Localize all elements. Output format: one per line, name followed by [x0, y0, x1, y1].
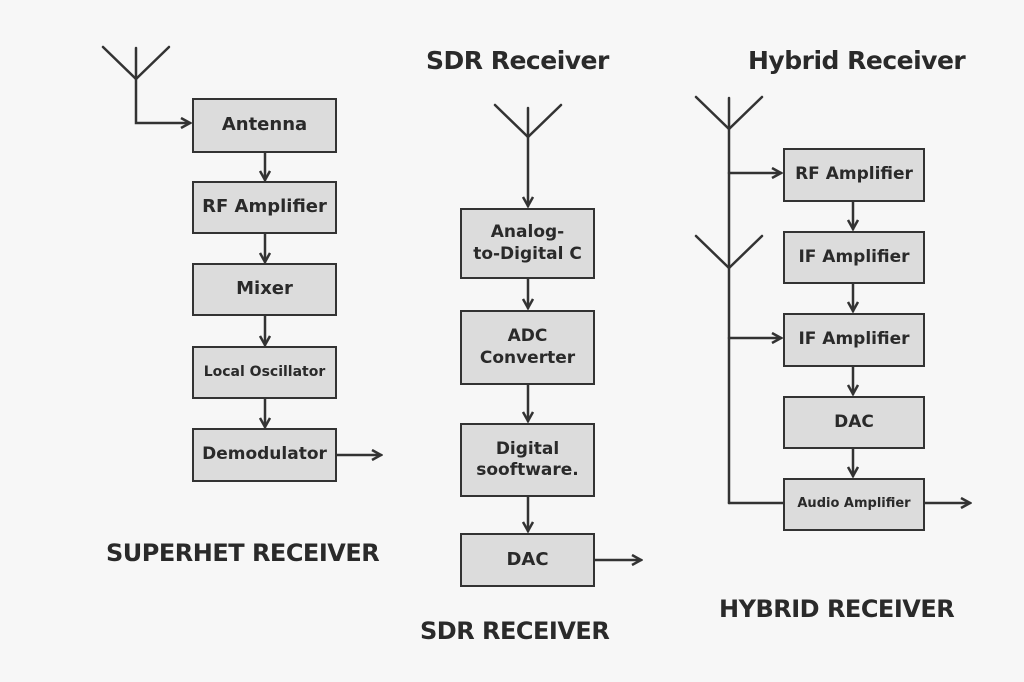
superhet-block-antenna: Antenna	[192, 98, 337, 153]
hybrid-block-audio-amplifier: Audio Amplifier	[783, 478, 925, 531]
hybrid-caption: HYBRID RECEIVER	[719, 595, 955, 623]
hybrid-antenna-icon-2	[694, 234, 764, 270]
superhet-block-rf-amplifier: RF Amplifier	[192, 181, 337, 234]
sdr-block-dac: DAC	[460, 533, 595, 587]
hybrid-block-dac: DAC	[783, 396, 925, 449]
sdr-block-analog-to-digital: Analog- to-Digital C	[460, 208, 595, 279]
sdr-block-adc-converter: ADC Converter	[460, 310, 595, 385]
sdr-antenna-icon	[493, 103, 563, 139]
sdr-heading: SDR Receiver	[426, 46, 609, 75]
sdr-caption: SDR RECEIVER	[420, 617, 610, 645]
superhet-antenna-feed	[134, 77, 190, 123]
superhet-block-mixer: Mixer	[192, 263, 337, 316]
superhet-antenna-icon	[101, 45, 171, 81]
sdr-block-digital-software: Digital sooftware.	[460, 423, 595, 497]
hybrid-block-if-amplifier-2: IF Amplifier	[783, 313, 925, 367]
superhet-block-demodulator: Demodulator	[192, 428, 337, 482]
superhet-block-local-oscillator: Local Oscillator	[192, 346, 337, 399]
hybrid-block-if-amplifier-1: IF Amplifier	[783, 231, 925, 284]
superhet-caption: SUPERHET RECEIVER	[106, 539, 380, 567]
hybrid-block-rf-amplifier: RF Amplifier	[783, 148, 925, 202]
hybrid-antenna-icon-1	[694, 95, 764, 131]
hybrid-heading: Hybrid Receiver	[748, 46, 966, 75]
